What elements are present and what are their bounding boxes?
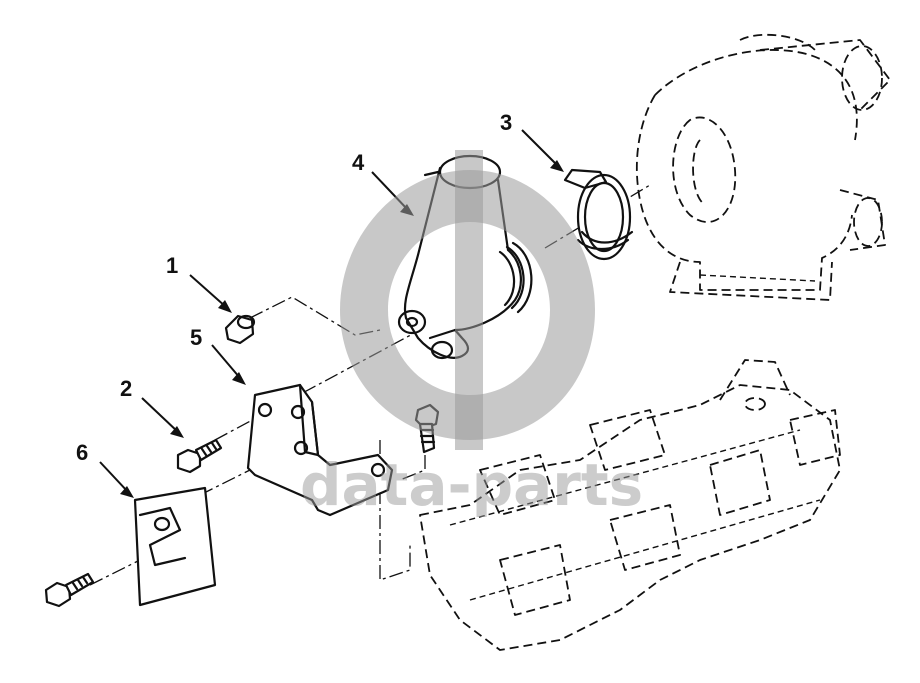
watermark: data-parts [300,150,643,519]
callout-2: 2 [120,376,132,401]
callout-6: 6 [76,440,88,465]
cap-screw-shield [44,572,95,608]
callout-5: 5 [190,325,202,350]
pipe-plug [224,314,256,345]
cap-screw-bracket [176,438,223,474]
mounting-bracket [246,383,394,517]
exhaust-manifold-phantom [419,359,841,651]
callout-pointers [99,129,564,498]
v-band-clamp [563,168,634,261]
callout-1: 1 [166,253,178,278]
callout-4: 4 [352,150,365,175]
callout-3: 3 [500,110,512,135]
turbocharger-phantom [635,33,891,301]
watermark-logo [340,150,595,450]
watermark-text: data-parts [300,451,643,519]
heat-shield-plate [133,486,217,607]
callout-labels: 1 2 3 4 5 6 [76,110,512,465]
